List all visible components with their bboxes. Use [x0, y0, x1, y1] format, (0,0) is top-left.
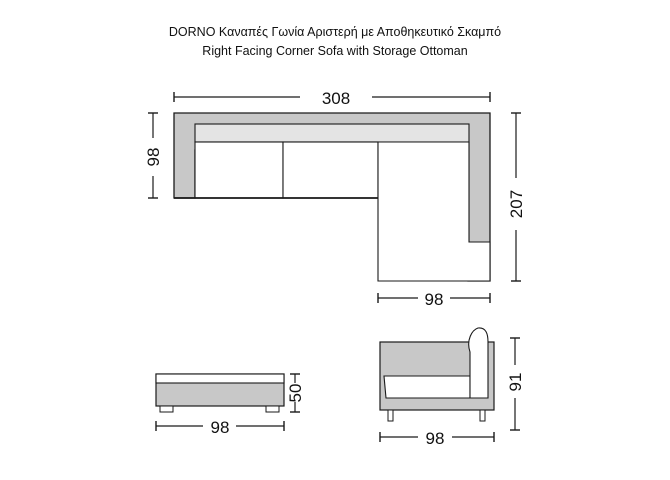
label-91: 91	[506, 373, 525, 392]
label-98-chaise: 98	[425, 290, 444, 309]
side-leg-left	[387, 409, 394, 422]
label-207: 207	[507, 190, 526, 218]
dimension-side-height: 91	[506, 337, 525, 431]
dimension-sofa-depth: 98	[144, 112, 163, 199]
title-greek: DORNO Καναπές Γωνία Αριστερή με Αποθηκευ…	[168, 25, 502, 39]
ottoman-foot-right	[265, 405, 280, 413]
side-leg-right	[479, 409, 486, 422]
dimension-sofa-length: 207	[507, 112, 526, 282]
ottoman-front-view	[155, 373, 285, 413]
ottoman-foot-left	[159, 405, 174, 413]
label-98-side: 98	[426, 429, 445, 448]
dimension-ottoman-width: 98	[155, 418, 285, 437]
label-308: 308	[322, 89, 350, 108]
sofa-backrest	[194, 123, 470, 143]
sofa-side-view	[379, 327, 495, 422]
side-seat-cushion	[383, 375, 471, 399]
side-back-cushion	[468, 327, 489, 399]
dimension-side-width: 98	[379, 429, 495, 448]
title-english: Right Facing Corner Sofa with Storage Ot…	[202, 44, 468, 58]
ottoman-top	[155, 373, 285, 384]
seat-cushion-2	[282, 141, 379, 199]
chaise-seat	[377, 141, 491, 282]
label-50: 50	[286, 384, 305, 403]
label-98-depth: 98	[144, 148, 163, 167]
dimension-sofa-width: 308	[173, 89, 491, 108]
dimension-chaise-width: 98	[377, 290, 491, 309]
sofa-top-view	[173, 112, 491, 282]
seat-cushion-1	[194, 141, 284, 199]
label-98-ottoman: 98	[211, 418, 230, 437]
dimension-ottoman-height: 50	[286, 373, 305, 413]
